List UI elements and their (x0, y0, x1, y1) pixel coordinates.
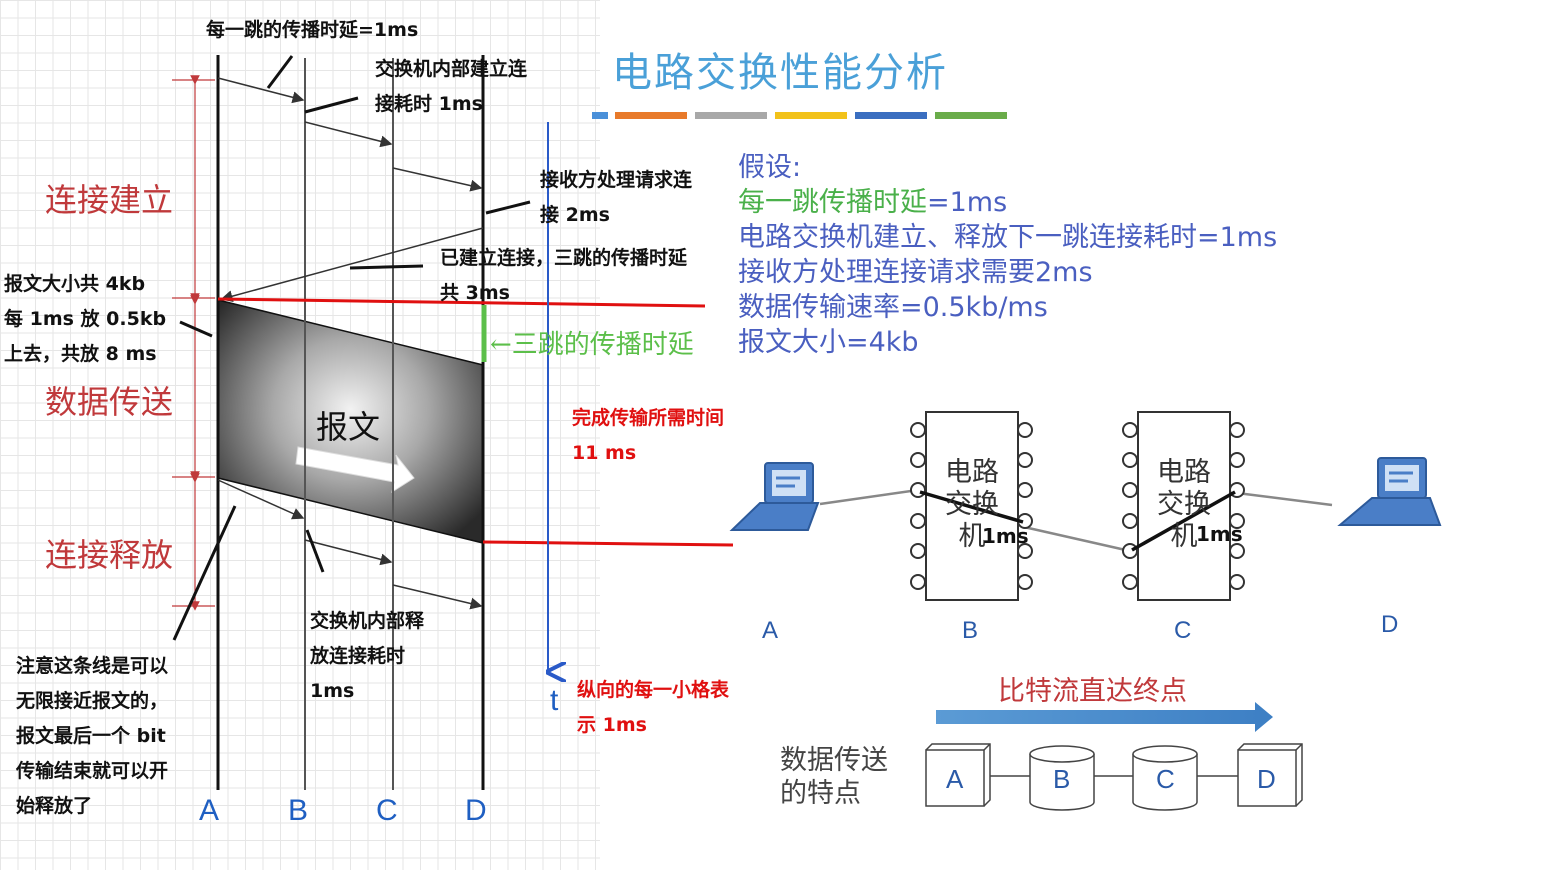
release-note-3: 1ms (310, 680, 355, 702)
receiver-note-2: 接 2ms (540, 204, 610, 226)
switch-c-internal (1131, 490, 1236, 552)
three-hop-label: ←三跳的传播时延 (490, 330, 694, 360)
switch-c-label: 电路交换机 (1157, 457, 1211, 552)
bitstream-caption: 数据传送的特点 (780, 745, 888, 809)
size-note-1: 报文大小共 4kb (4, 273, 146, 295)
axis-label-d: D (465, 794, 487, 827)
release-hop-2 (304, 539, 393, 566)
laptop-a-icon (729, 462, 820, 531)
size-note-3: 上去，共放 8 ms (4, 343, 157, 365)
assumption-item: 接收方处理连接请求需要2ms (738, 257, 1093, 288)
release-note-2: 放连接耗时 (310, 645, 406, 667)
total-time-note-1: 完成传输所需时间 (572, 407, 725, 429)
title-color-bar (592, 112, 1007, 119)
bitstream-box-c (1132, 745, 1198, 811)
total-time-note-2: 11 ms (572, 442, 637, 464)
phase-transfer-label: 数据传送 (45, 383, 174, 421)
switch-c-icon (1122, 411, 1245, 601)
message-direction-arrow (295, 446, 415, 494)
setup-hop-3 (392, 167, 483, 192)
assumptions-heading: 假设: (738, 152, 802, 183)
ack-line (220, 227, 484, 303)
bitstream-box-d-label: D (1257, 764, 1276, 794)
assumption-item: 数据传输速率=0.5kb/ms (738, 292, 1048, 323)
bitstream-box-d (1237, 743, 1303, 807)
switch-c-delay: 1ms (1196, 522, 1243, 546)
bitstream-arrow (936, 702, 1273, 732)
established-note-1: 已建立连接，三跳的传播时延 (440, 247, 688, 269)
page-title: 电路交换性能分析 (612, 50, 948, 96)
bitstream-label: 比特流直达终点 (998, 676, 1187, 707)
release-note-1: 交换机内部释 (310, 610, 425, 632)
release-line-note-1: 注意这条线是可以 (16, 655, 169, 677)
assumption-item: 每一跳传播时延=1ms (738, 187, 1008, 218)
axis-label-c: C (376, 794, 398, 827)
release-hop-3 (392, 584, 483, 610)
red-line-top (217, 297, 706, 308)
bitstream-box-c-label: C (1156, 764, 1175, 794)
setup-hop-2 (304, 121, 393, 148)
axis-label-b: B (288, 794, 309, 827)
network-node-d: D (1381, 611, 1399, 638)
switch-b-icon (910, 411, 1033, 601)
assumptions-block: 假设: 每一跳传播时延=1ms 电路交换机建立、释放下一跳连接耗时=1ms 接收… (738, 150, 1277, 360)
bitstream-box-a (925, 743, 991, 807)
red-line-bottom (482, 540, 734, 547)
switch-setup-note-1: 交换机内部建立连 (375, 58, 528, 80)
size-note-2: 每 1ms 放 0.5kb (4, 308, 167, 330)
bitstream-box-a-label: A (946, 764, 964, 794)
assumption-item: 报文大小=4kb (738, 327, 919, 358)
message-label: 报文 (316, 408, 381, 446)
assumption-item: 电路交换机建立、释放下一跳连接耗时=1ms (738, 222, 1278, 253)
release-hop-1 (217, 479, 305, 520)
network-node-a: A (762, 617, 779, 644)
grid-note-1: 纵向的每一小格表 (577, 679, 730, 701)
network-node-c: C (1174, 617, 1192, 644)
setup-hop-1 (217, 77, 305, 104)
release-line-note-3: 报文最后一个 bit (16, 725, 166, 747)
bitstream-box-b (1029, 745, 1095, 811)
laptop-d-icon (1337, 457, 1442, 526)
receiver-note-1: 接收方处理请求连 (540, 169, 693, 191)
hop-delay-note: 每一跳的传播时延=1ms (206, 19, 419, 41)
network-node-b: B (962, 617, 979, 644)
established-note-2: 共 3ms (440, 282, 510, 304)
phase-release-label: 连接释放 (45, 536, 174, 574)
switch-b-label: 电路交换机 (945, 457, 999, 552)
axis-label-a: A (199, 794, 220, 827)
phase-setup-label: 连接建立 (45, 181, 174, 219)
release-line-note-5: 始释放了 (16, 795, 93, 817)
switch-b-internal (919, 490, 1024, 524)
bitstream-box-b-label: B (1053, 764, 1071, 794)
time-axis-label: t (550, 684, 559, 717)
switch-b-delay: 1ms (982, 524, 1029, 548)
switch-setup-note-2: 接耗时 1ms (375, 93, 483, 115)
release-line-note-2: 无限接近报文的， (16, 690, 169, 712)
grid-note-2: 示 1ms (577, 714, 647, 736)
release-line-note-4: 传输结束就可以开 (16, 760, 169, 782)
